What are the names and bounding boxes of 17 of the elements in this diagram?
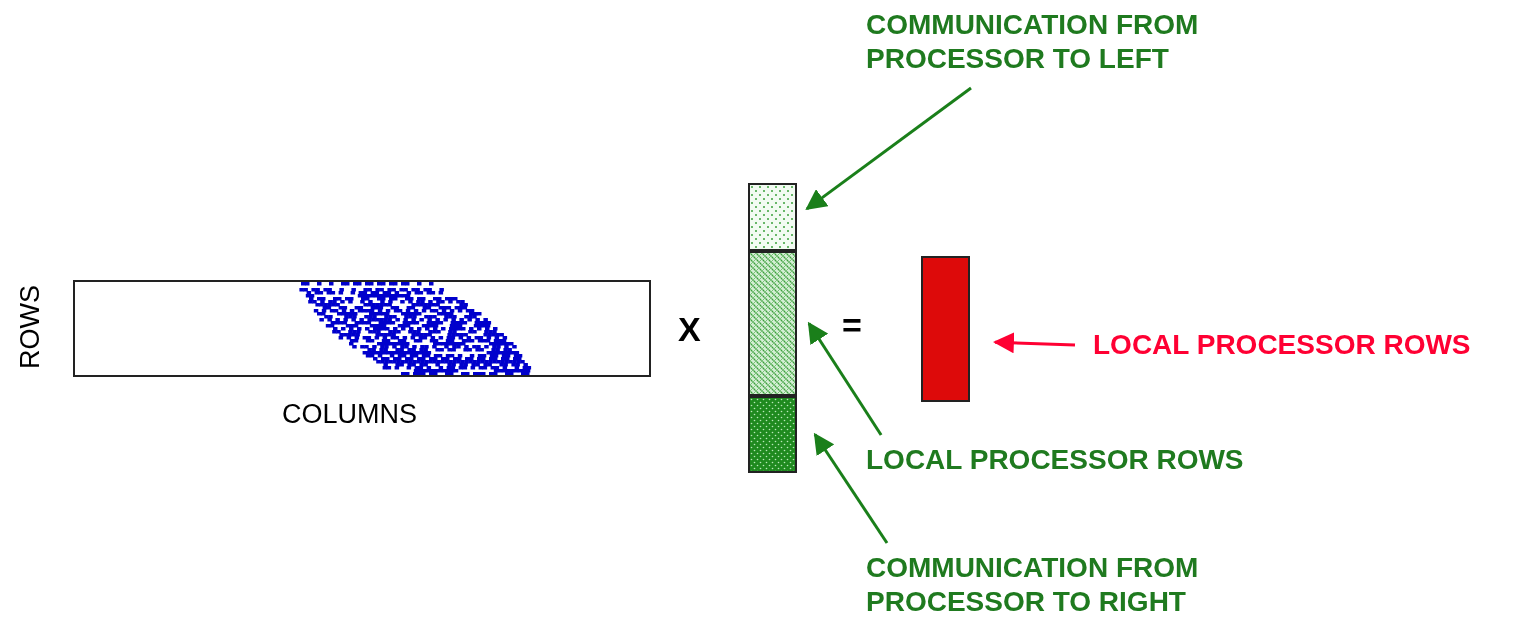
callout-text: LOCAL PROCESSOR ROWS — [1093, 328, 1471, 362]
arrow — [813, 432, 889, 544]
sparse-matrix — [73, 280, 651, 377]
arrow — [992, 332, 1076, 354]
vector-segment — [748, 251, 797, 396]
operator-symbol: X — [678, 310, 701, 348]
result-vector — [921, 256, 970, 402]
vector-segment — [748, 183, 797, 251]
callout-text: COMMUNICATION FROM PROCESSOR TO LEFT — [866, 8, 1286, 76]
arrow — [807, 321, 883, 436]
callout-text: COMMUNICATION FROM PROCESSOR TO RIGHT — [866, 551, 1286, 618]
operator-symbol: = — [842, 306, 862, 344]
vector-segment — [748, 396, 797, 473]
callout-text: LOCAL PROCESSOR ROWS — [866, 443, 1244, 477]
axis-label: COLUMNS — [282, 399, 417, 429]
axis-label: ROWS — [15, 285, 45, 369]
arrow — [805, 86, 972, 211]
